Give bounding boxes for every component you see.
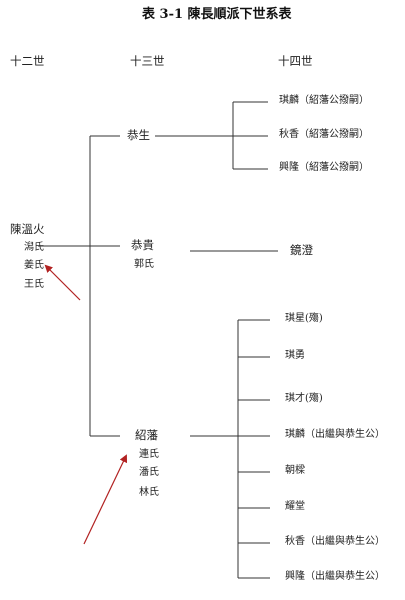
- chart-title: 表 3-1 陳長順派下世系表: [142, 7, 292, 22]
- gen14-group3-8: 興隆（出繼與恭生公）: [285, 571, 385, 582]
- gen14-group1-2: 秋香（紹藩公撥嗣）: [279, 129, 369, 140]
- gen14-group3-5: 朝樑: [285, 465, 305, 476]
- generation-header-14: 十四世: [278, 54, 313, 68]
- gen13-spouse-2-1: 郭氏: [134, 259, 154, 270]
- red-arrow-to-shaofan: [83, 454, 128, 545]
- gen13-name-1: 恭生: [127, 128, 150, 142]
- gen13-spouse-3-3: 林氏: [139, 487, 159, 498]
- gen14-group2-1: 鏡澄: [290, 243, 313, 257]
- gen14-group1-3: 興隆（紹藩公撥嗣）: [279, 162, 369, 173]
- gen12-spouse-3: 王氏: [24, 279, 44, 290]
- generation-header-13: 十三世: [130, 54, 165, 68]
- gen13-name-3: 紹藩: [135, 428, 158, 442]
- gen12-spouse-2: 姜氏: [24, 260, 44, 271]
- gen14-group3-7: 秋香（出繼與恭生公）: [285, 536, 385, 547]
- gen12-spouse-1: 潟氏: [24, 242, 44, 253]
- red-arrow-to-jiang: [44, 264, 81, 301]
- gen14-group3-2: 琪勇: [285, 350, 305, 361]
- gen12-name: 陳溫火: [10, 222, 45, 236]
- generation-header-12: 十二世: [10, 54, 45, 68]
- gen14-group3-6: 耀堂: [285, 501, 305, 512]
- gen14-group1-1: 琪麟（紹藩公撥嗣）: [279, 95, 369, 106]
- gen14-group3-3: 琪才(殤): [285, 393, 323, 404]
- gen14-group3-1: 琪星(殤): [285, 313, 323, 324]
- gen14-group3-4: 琪麟（出繼與恭生公）: [285, 429, 385, 440]
- gen13-spouse-3-2: 潘氏: [139, 467, 159, 478]
- gen13-spouse-3-1: 連氏: [139, 449, 159, 460]
- gen13-name-2: 恭貴: [131, 238, 154, 252]
